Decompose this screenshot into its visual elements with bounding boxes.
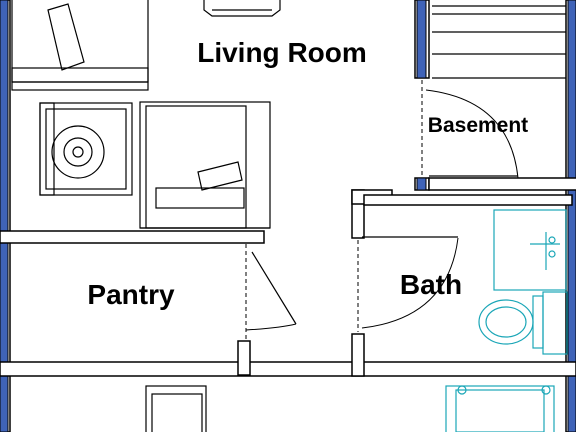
- washer-icon: [39, 102, 133, 196]
- top-table: [203, 0, 281, 17]
- sofa: [11, 0, 149, 91]
- living-room-label: Living Room: [197, 37, 367, 68]
- pantry-label: Pantry: [87, 279, 175, 310]
- pantry-door[interactable]: [245, 244, 297, 340]
- bottom-left-fixture: [145, 385, 207, 432]
- armchair: [139, 101, 271, 229]
- stairs-icon: [432, 5, 566, 79]
- bath-label: Bath: [400, 269, 462, 300]
- bottom-right-fixture: [445, 385, 555, 432]
- toilet-icon: [478, 291, 568, 355]
- basement-label: Basement: [428, 114, 528, 137]
- sink-icon: [493, 209, 567, 291]
- basement-door[interactable]: [421, 80, 519, 179]
- bath-door[interactable]: [357, 236, 459, 332]
- interior-walls: [0, 0, 576, 377]
